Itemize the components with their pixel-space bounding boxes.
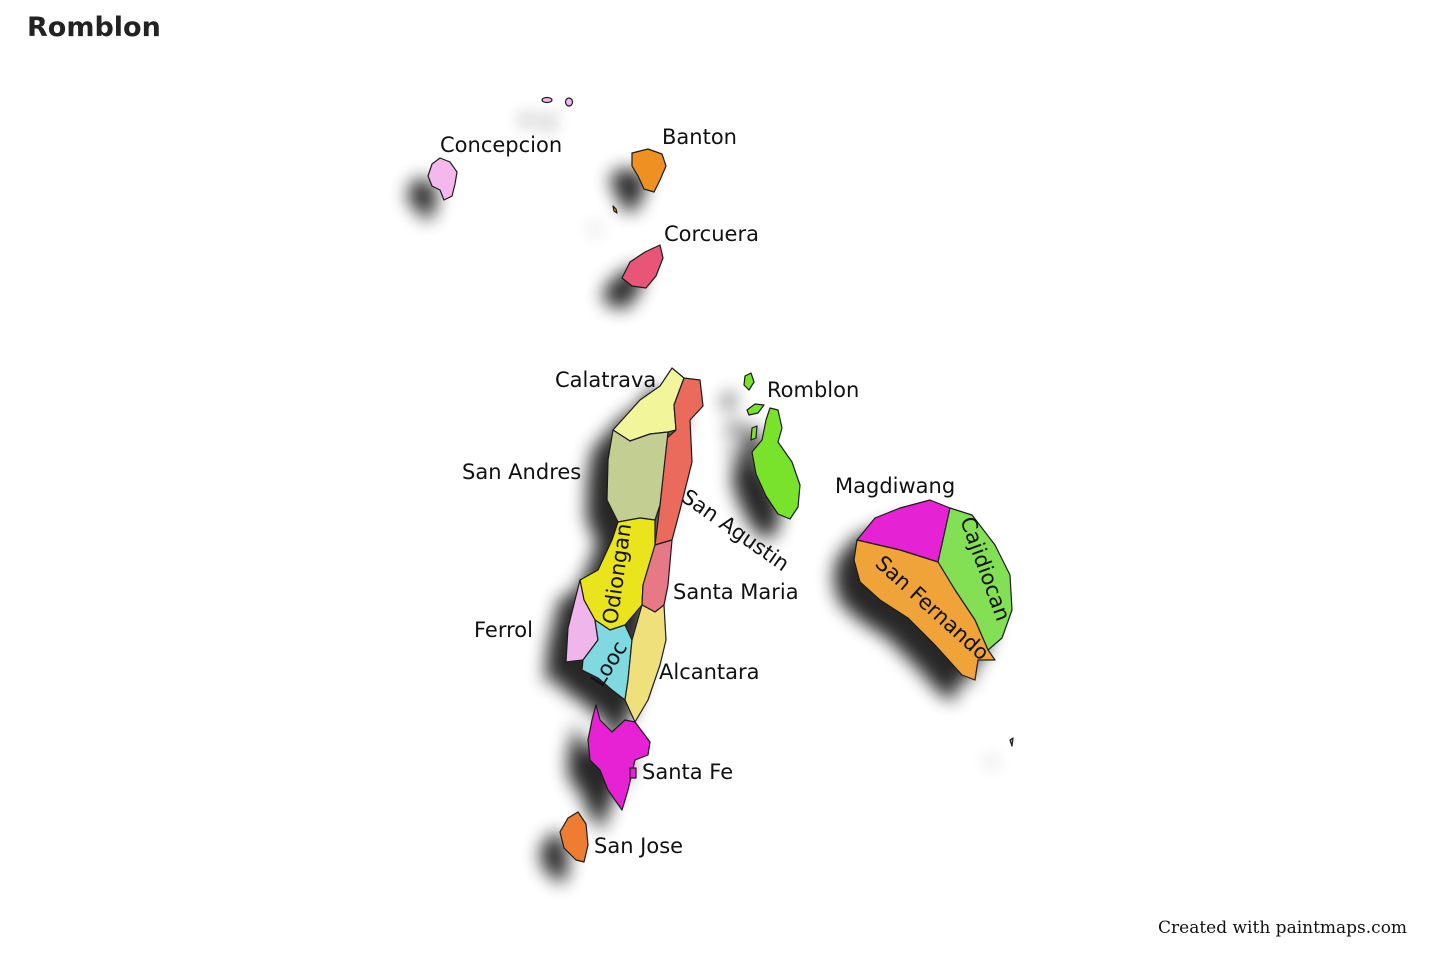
label-corcuera: Corcuera [664,222,759,246]
credit-text: Created with paintmaps.com [1158,918,1408,938]
region-romblon[interactable] [750,425,758,441]
label-magdiwang: Magdiwang [835,474,955,498]
region-romblon[interactable] [751,407,801,520]
region-santa-fe[interactable] [587,704,651,811]
label-santa-maria: Santa Maria [673,580,799,604]
region-romblon[interactable] [743,372,755,391]
region-san-andres[interactable] [606,429,669,523]
label-concepcion: Concepcion [440,133,562,157]
region-san-jose[interactable] [559,811,589,863]
label-san-jose: San Jose [594,834,683,858]
region-concepcion-islet[interactable] [564,97,574,107]
map-title: Romblon [27,12,161,43]
region-concepcion[interactable] [427,157,458,201]
region-banton-islet[interactable] [612,205,618,214]
label-ferrol: Ferrol [474,618,533,642]
region-romblon[interactable] [746,403,765,416]
label-san-andres: San Andres [462,460,581,484]
label-romblon: Romblon [767,378,859,402]
region-looc[interactable] [581,619,633,701]
label-banton: Banton [662,125,737,149]
region-san-fernando[interactable] [853,539,996,681]
region-corcuera[interactable] [621,244,664,289]
region-islet-southeast[interactable] [1009,737,1014,747]
label-santa-fe: Santa Fe [642,760,733,784]
label-alcantara: Alcantara [659,660,760,684]
region-banton[interactable] [631,148,667,193]
region-concepcion-islet[interactable] [541,96,553,104]
region-alcantara[interactable] [624,604,667,723]
region-santa-fe-islet[interactable] [629,767,637,779]
label-calatrava: Calatrava [555,368,656,392]
